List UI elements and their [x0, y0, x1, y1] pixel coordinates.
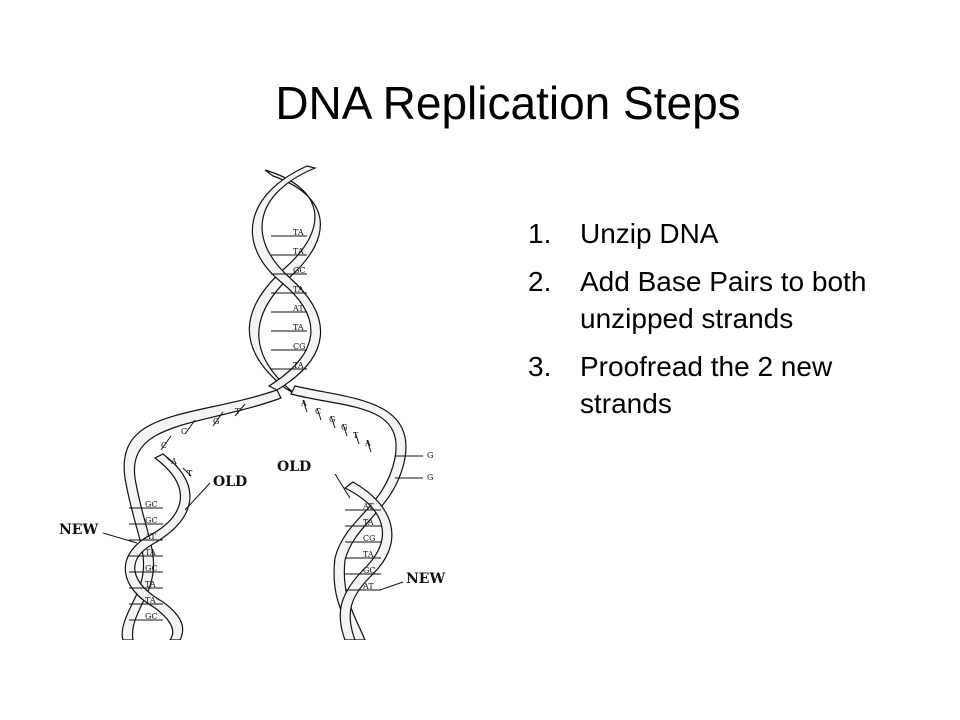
- old-leader-left: [184, 482, 211, 511]
- fork-right-base-label: G: [341, 423, 347, 432]
- parent-base-pair-label: CG: [293, 342, 306, 351]
- left-base-pair-label: GC: [145, 500, 158, 509]
- right-base-pair-label: AT: [362, 582, 374, 591]
- new-label-right: NEW: [406, 571, 445, 587]
- left-base-pair-label: TA: [145, 580, 156, 589]
- right-new-strand: [339, 481, 393, 640]
- fork-right-base-stub: [302, 399, 308, 413]
- fork-right-base-stub: [366, 439, 372, 453]
- parent-base-pair-label: AT: [292, 304, 304, 313]
- parent-strand-b: [251, 165, 322, 391]
- fork-right-base-label: A: [364, 439, 371, 448]
- step-text: Add Base Pairs to both unzipped strands: [580, 266, 867, 334]
- parent-base-pair-label: GC: [293, 266, 306, 275]
- step-item: 3. Proofread the 2 new strands: [528, 349, 928, 422]
- fork-right-base-label: G: [427, 451, 433, 460]
- old-leader-right: [334, 473, 351, 499]
- fork-left-base-label: C: [161, 441, 167, 450]
- right-base-pair-label: AT: [362, 502, 374, 511]
- fork-right-base-label: C: [315, 407, 321, 416]
- fork-left-base-stub: [166, 457, 178, 467]
- fork-right-base-label: G: [329, 415, 335, 424]
- left-base-pair-label: GC: [145, 516, 158, 525]
- steps-list: 1. Unzip DNA 2. Add Base Pairs to both unz…: [528, 216, 928, 434]
- old-label-left: OLD: [213, 474, 247, 490]
- step-item: 2. Add Base Pairs to both unzipped strand…: [528, 264, 928, 337]
- parent-base-pair-label: TA: [293, 361, 304, 370]
- fork-left-base-stub: [184, 419, 196, 435]
- step-number: 2.: [528, 266, 552, 298]
- fork-right-base-label: T: [353, 431, 359, 440]
- fork-right-base-stub: [330, 415, 336, 429]
- new-leader-left: [102, 532, 138, 544]
- fork-left-base-label: A: [170, 457, 177, 466]
- old-label-right: OLD: [277, 459, 311, 475]
- right-base-pair-label: TA: [363, 550, 374, 559]
- fork-left-base-stub: [212, 411, 224, 427]
- right-old-strand: [290, 385, 407, 640]
- left-base-pair-label: AT: [144, 532, 156, 541]
- fork-right-base-label: A: [300, 399, 307, 408]
- left-base-pair-label: GC: [145, 612, 158, 621]
- step-text: Proofread the 2 new strands: [580, 351, 833, 419]
- fork-right-base-stub: [354, 431, 360, 445]
- left-new-strand: [124, 453, 191, 640]
- slide-title: DNA Replication Steps: [275, 77, 741, 129]
- step-number: 3.: [528, 351, 552, 383]
- new-label-left: NEW: [59, 522, 98, 538]
- fork-left-base-label: G: [213, 417, 219, 426]
- fork-left-base-stub: [160, 435, 172, 451]
- fork-left-base-label: T: [187, 469, 193, 478]
- fork-left-base-stub: [182, 467, 192, 477]
- new-leader-right: [379, 581, 404, 591]
- left-base-pair-label: TA: [145, 548, 156, 557]
- parent-base-pair-label: TA: [293, 247, 304, 256]
- parent-base-pair-label: TA: [293, 323, 304, 332]
- step-number: 1.: [528, 218, 552, 249]
- fork-left-base-label: C: [181, 427, 187, 436]
- left-base-pair-label: TA: [145, 596, 156, 605]
- left-base-pair-label: GC: [145, 564, 158, 573]
- fork-right-base-stub: [342, 423, 348, 437]
- right-base-pair-label: TA: [363, 518, 374, 527]
- parent-base-pair-label: TA: [293, 228, 304, 237]
- fork-right-base-stub: [316, 407, 322, 421]
- fork-right-base-label: G: [427, 473, 433, 482]
- step-text: Unzip DNA: [580, 218, 719, 249]
- parent-base-pair-label: TA: [293, 285, 304, 294]
- step-item: 1. Unzip DNA: [528, 216, 928, 252]
- fork-left-base-stub: [234, 403, 246, 417]
- fork-left-base-label: T: [235, 407, 241, 416]
- right-base-pair-label: CG: [363, 534, 376, 543]
- left-old-strand: [121, 389, 282, 640]
- right-base-pair-label: GC: [363, 566, 376, 575]
